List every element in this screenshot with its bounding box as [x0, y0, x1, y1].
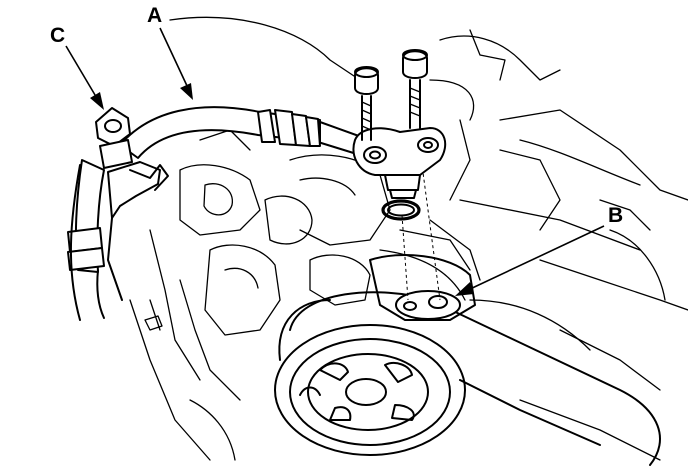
callout-b-group: B: [455, 204, 623, 296]
callout-c-group: C: [50, 24, 104, 110]
callout-a-leader: [159, 27, 189, 89]
engine-background: [129, 16, 688, 461]
callout-b-label: B: [608, 204, 623, 227]
callout-b-arrowhead: [455, 282, 474, 296]
o-ring: [381, 199, 421, 221]
banjo-fitting-assembly: [67, 107, 169, 321]
flange-bolt-left: [354, 66, 379, 141]
callout-c-arrowhead: [90, 92, 104, 110]
callout-c-leader: [65, 45, 99, 101]
callout-a-arrowhead: [180, 83, 193, 100]
high-pressure-hose: [119, 106, 371, 159]
callout-a-group: A: [147, 4, 193, 100]
hose-flange-fitting: [352, 127, 447, 199]
callout-b-leader: [467, 225, 605, 291]
alignment-guides: [401, 149, 441, 301]
callout-c-label: C: [50, 24, 65, 47]
power-steering-pump: [369, 254, 476, 321]
flange-bolt-right: [402, 49, 428, 129]
pulley-assembly: [274, 291, 661, 466]
callout-a-label: A: [147, 4, 162, 27]
